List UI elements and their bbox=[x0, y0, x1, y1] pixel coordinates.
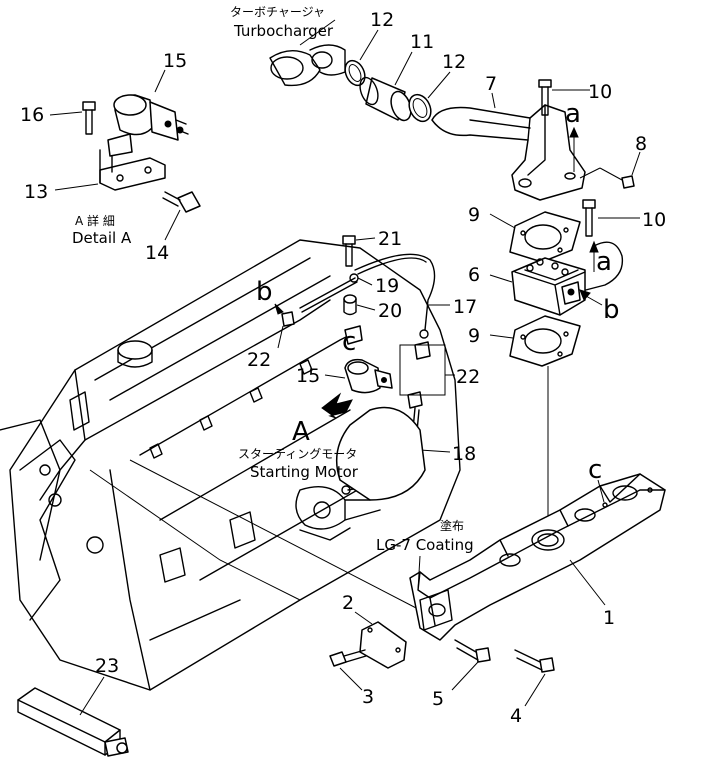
bolt-5 bbox=[451, 639, 491, 691]
detail-a-label-jp: A 詳 細 bbox=[75, 213, 115, 228]
bolt-4 bbox=[514, 649, 555, 707]
gasket-9-upper bbox=[489, 211, 581, 263]
callout-4: 4 bbox=[510, 705, 522, 727]
starting-motor-label-jp: スターティングモータ bbox=[238, 447, 357, 461]
callout-17: 17 bbox=[453, 296, 477, 318]
callout-15-engine: 15 bbox=[296, 365, 320, 387]
turbocharger-label-en: Turbocharger bbox=[233, 22, 334, 40]
view-a-arrow bbox=[321, 392, 353, 419]
hose-11 bbox=[359, 51, 413, 122]
letter-a-top: a bbox=[565, 99, 581, 129]
air-heater-6 bbox=[489, 257, 586, 316]
engine-block bbox=[0, 239, 461, 691]
letter-A-view: A bbox=[292, 417, 310, 447]
starting-motor bbox=[295, 406, 426, 541]
tool-23 bbox=[17, 676, 129, 757]
callout-22-right: 22 bbox=[456, 366, 480, 388]
starting-motor-label-en: Starting Motor bbox=[250, 463, 359, 481]
callout-2: 2 bbox=[342, 592, 354, 614]
callout-10-top: 10 bbox=[588, 81, 612, 103]
callout-9-upper: 9 bbox=[468, 204, 480, 226]
hose-clamp-12-right bbox=[408, 71, 451, 123]
letter-a-mid: a bbox=[596, 247, 612, 277]
bolt-10-lower bbox=[582, 199, 640, 237]
callout-1: 1 bbox=[603, 607, 615, 629]
callout-16: 16 bbox=[20, 104, 44, 126]
callout-19: 19 bbox=[375, 275, 399, 297]
callout-8: 8 bbox=[635, 133, 647, 155]
hose-clamp-12-left bbox=[344, 29, 379, 87]
callout-3: 3 bbox=[362, 686, 374, 708]
callout-7: 7 bbox=[485, 73, 497, 95]
callout-11: 11 bbox=[410, 31, 434, 53]
callout-18: 18 bbox=[452, 443, 476, 465]
detail-a-solenoid bbox=[99, 69, 189, 191]
coating-label-en: LG-7 Coating bbox=[376, 536, 474, 554]
callout-15-detail: 15 bbox=[163, 50, 187, 72]
cover-plate-2 bbox=[354, 611, 407, 669]
bolt-3 bbox=[329, 649, 367, 691]
callout-9-lower: 9 bbox=[468, 325, 480, 347]
letter-c-left: c bbox=[342, 327, 356, 357]
callout-6: 6 bbox=[468, 264, 480, 286]
manifold-1 bbox=[409, 473, 666, 641]
letter-c-right: c bbox=[588, 455, 602, 485]
bolt-14 bbox=[162, 191, 201, 241]
coating-label-jp: 塗布 bbox=[440, 518, 464, 533]
nut-8 bbox=[579, 151, 641, 189]
letter-b-left: b bbox=[256, 277, 273, 307]
callout-21: 21 bbox=[378, 228, 402, 250]
callout-5: 5 bbox=[432, 688, 444, 710]
turbocharger-label-jp: ターボチャージャ bbox=[230, 5, 325, 19]
callout-23: 23 bbox=[95, 655, 119, 677]
callout-12-right: 12 bbox=[442, 51, 466, 73]
callout-13: 13 bbox=[24, 181, 48, 203]
callout-22-left: 22 bbox=[247, 349, 271, 371]
gasket-9-lower bbox=[489, 315, 581, 367]
bolt-16 bbox=[49, 101, 96, 135]
detail-a-label-en: Detail A bbox=[72, 229, 132, 247]
starter-solenoid-15 bbox=[324, 358, 393, 394]
callout-10-lower: 10 bbox=[642, 209, 666, 231]
bolt-10-top bbox=[538, 79, 590, 116]
letter-b-right: b bbox=[603, 295, 620, 325]
callout-12-left: 12 bbox=[370, 9, 394, 31]
detail-leader-line bbox=[129, 459, 421, 611]
connector-pipe-7 bbox=[431, 92, 586, 201]
callout-20: 20 bbox=[378, 300, 402, 322]
turbocharger-flange bbox=[269, 19, 346, 87]
callout-14: 14 bbox=[145, 242, 169, 264]
